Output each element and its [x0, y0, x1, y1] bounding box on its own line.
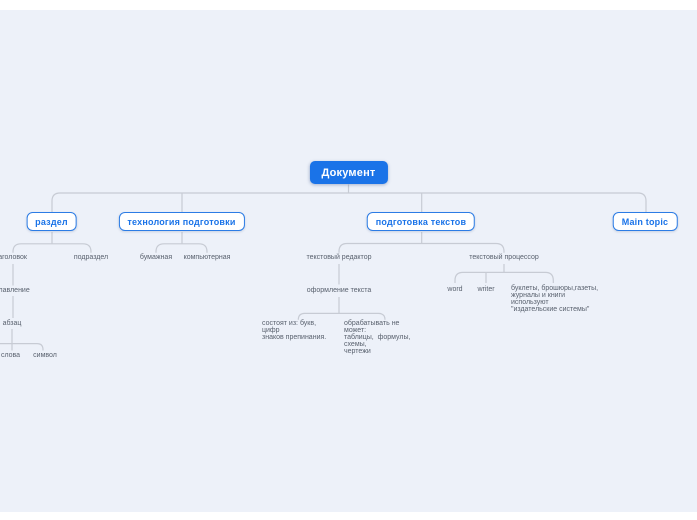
topic-tehnologiya-podgotovki[interactable]: технология подготовки: [118, 212, 245, 231]
label-word[interactable]: word: [447, 285, 463, 293]
connector-lines: [0, 184, 647, 351]
connector-podgotovka-children: [338, 232, 505, 253]
label-oglavlenie[interactable]: оглавление: [0, 286, 30, 294]
mindmap-canvas[interactable]: Документ раздел технология подготовки по…: [0, 10, 697, 512]
connector-root-to-level1: [51, 184, 647, 212]
connector-abzac-children: [0, 329, 44, 351]
label-tekstovyi-processor[interactable]: текстовый процессор: [469, 254, 539, 261]
label-tekstovyi-redaktor[interactable]: текстовый редактор: [306, 254, 372, 261]
label-bumazhnaya[interactable]: бумажная: [139, 254, 173, 261]
topic-razdel[interactable]: раздел: [26, 212, 77, 231]
topic-main-topic[interactable]: Main topic: [612, 212, 678, 231]
connector-razdel-children: [12, 232, 92, 253]
connector-processor-children: [454, 264, 554, 283]
label-kompyuternaya[interactable]: компьютерная: [183, 254, 231, 261]
label-obrabatyvat-ne-mozhet[interactable]: обрабатывать не может: таблицы, формулы,…: [344, 319, 411, 355]
connector-oformlenie-children: [297, 312, 386, 320]
label-podrazdel[interactable]: подраздел: [73, 254, 109, 261]
label-simvol[interactable]: символ: [33, 351, 57, 359]
topic-podgotovka-tekstov[interactable]: подготовка текстов: [366, 212, 476, 231]
label-abzac[interactable]: абзац: [2, 319, 22, 327]
label-oformlenie-teksta[interactable]: оформление текста: [306, 286, 372, 294]
label-sostoyat-iz[interactable]: состоят из: букв, цифр знаков препинания…: [262, 319, 327, 341]
label-slova[interactable]: слова: [0, 351, 21, 359]
label-writer[interactable]: writer: [477, 285, 495, 293]
label-buklety[interactable]: буклеты, брошюры,газеты, журналы и книги…: [511, 284, 599, 313]
connector-tehnologiya-children: [155, 232, 208, 253]
root-topic-dokument[interactable]: Документ: [309, 161, 388, 184]
label-zagolovok[interactable]: заголовок: [0, 254, 27, 261]
